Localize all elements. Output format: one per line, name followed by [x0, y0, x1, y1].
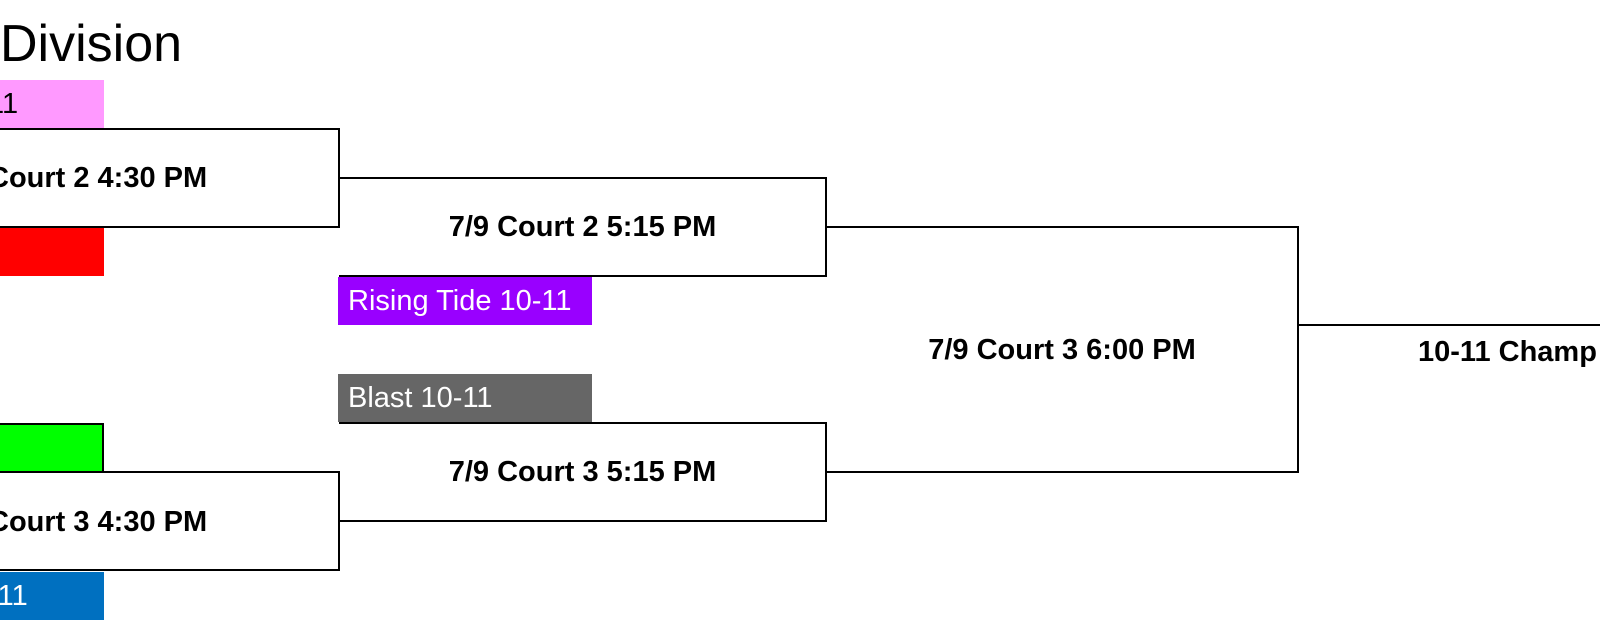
- page-title: Division: [0, 15, 183, 73]
- team-chip: [0, 228, 104, 276]
- team-chip: -11: [0, 572, 104, 620]
- team-chip: 11: [0, 80, 104, 128]
- team-chip: Blast 10-11: [338, 374, 592, 422]
- game-label-champion: 10-11 Champ: [1418, 336, 1597, 368]
- game-label-round1-top: Court 2 4:30 PM: [0, 162, 208, 194]
- team-chip: Rising Tide 10-11: [338, 277, 592, 325]
- game-label-round1-bottom: Court 3 4:30 PM: [0, 506, 208, 538]
- game-label-final: 7/9 Court 3 6:00 PM: [928, 334, 1196, 366]
- game-label-semi-bottom: 7/9 Court 3 5:15 PM: [448, 456, 717, 488]
- bracket-line-final: [826, 226, 1299, 473]
- team-chip: [0, 423, 104, 471]
- game-label-semi-top: 7/9 Court 2 5:15 PM: [448, 211, 717, 243]
